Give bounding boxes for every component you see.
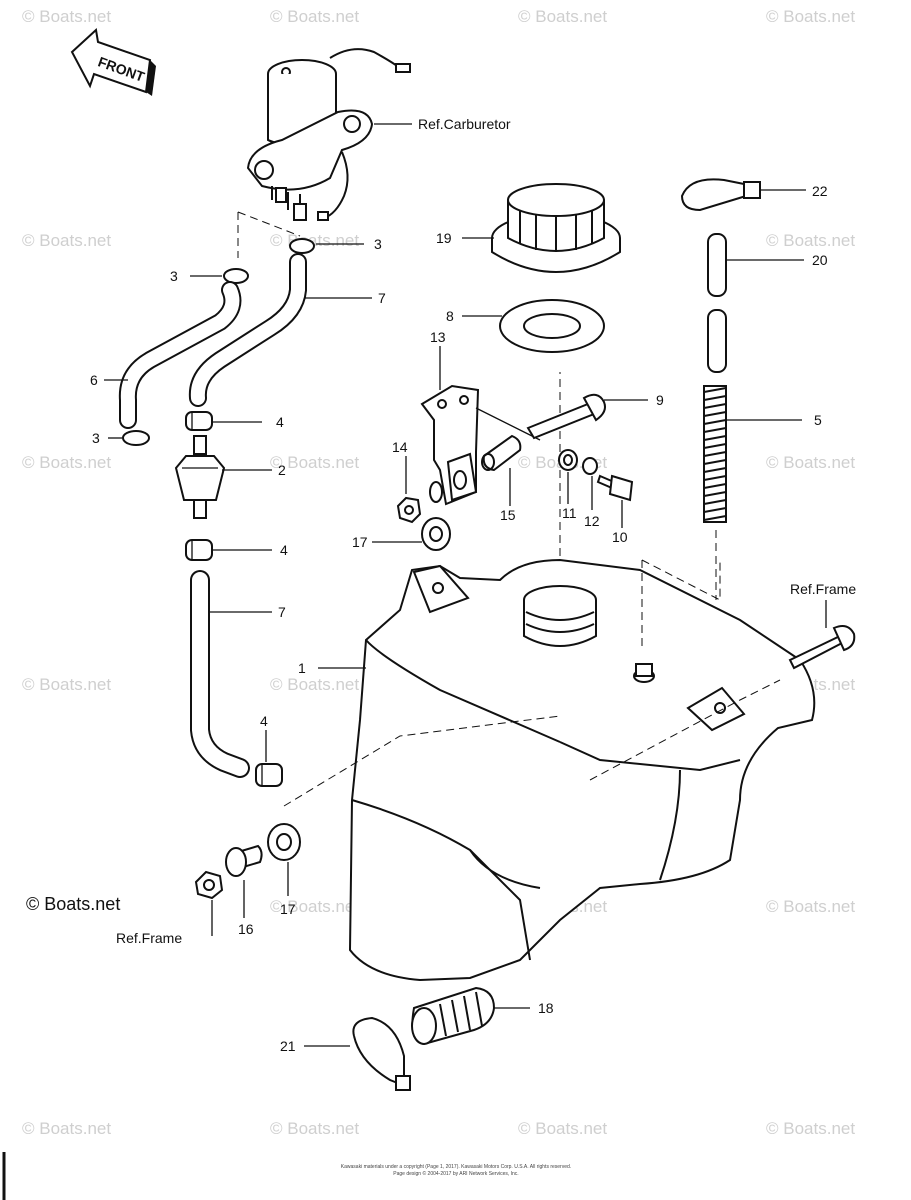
watermark: © Boats.net <box>766 453 855 472</box>
grommet <box>267 823 301 861</box>
nut <box>194 870 224 900</box>
fuel-pump <box>246 48 411 221</box>
band-clamp <box>352 1016 411 1091</box>
watermark: © Boats.net <box>270 7 359 26</box>
watermark: © Boats.net <box>270 1119 359 1138</box>
hose-protector-spring <box>703 385 727 523</box>
callout-4: 4 <box>260 713 268 729</box>
callout-3: 3 <box>374 236 382 252</box>
callout-2: 2 <box>278 462 286 478</box>
watermark: © Boats.net <box>766 1119 855 1138</box>
callout-7: 7 <box>278 604 286 620</box>
callout-1: 1 <box>298 660 306 676</box>
callout-17: 17 <box>352 534 368 550</box>
callout-19: 19 <box>436 230 452 246</box>
callout-16: 16 <box>238 921 254 937</box>
callout-6: 6 <box>90 372 98 388</box>
hose-clip <box>185 539 213 561</box>
collar <box>481 434 522 472</box>
callout-22: 22 <box>812 183 828 199</box>
callout-13: 13 <box>430 329 446 345</box>
callout-10: 10 <box>612 529 628 545</box>
callout-3: 3 <box>92 430 100 446</box>
callout-17: 17 <box>280 901 296 917</box>
bolt <box>526 393 606 440</box>
footer-line-1: Kawasaki materials under a copyright (Pa… <box>341 1164 571 1170</box>
grommet <box>421 517 451 551</box>
watermark: © Boats.net <box>22 231 111 250</box>
callout-18: 18 <box>538 1000 554 1016</box>
washer <box>558 449 578 471</box>
frame-bolt <box>788 625 856 670</box>
fuel-tank <box>348 558 816 982</box>
ref-frame-bottom: Ref.Frame <box>116 930 182 946</box>
callout-14: 14 <box>392 439 408 455</box>
watermark: © Boats.net <box>22 675 111 694</box>
callout-20: 20 <box>812 252 828 268</box>
vent-hose <box>707 233 727 373</box>
callout-15: 15 <box>500 507 516 523</box>
fuel-filter <box>174 435 226 519</box>
footer-line-2: Page design © 2004-2017 by ARI Network S… <box>393 1170 518 1177</box>
callout-11: 11 <box>562 505 577 521</box>
watermark: © Boats.net <box>766 7 855 26</box>
callout-4: 4 <box>280 542 288 558</box>
watermark: © Boats.net <box>22 7 111 26</box>
ref-carburetor: Ref.Carburetor <box>418 116 511 132</box>
hose-band <box>680 178 761 212</box>
watermark: © Boats.net <box>270 675 359 694</box>
callout-12: 12 <box>584 513 600 529</box>
callout-7: 7 <box>378 290 386 306</box>
watermark: © Boats.net <box>22 1119 111 1138</box>
callout-4: 4 <box>276 414 284 430</box>
watermark: © Boats.net <box>270 897 359 916</box>
fuel-cap <box>491 183 621 273</box>
ref-frame-bolt: Ref.Frame <box>790 581 856 597</box>
hose-clamp <box>289 238 315 254</box>
hose-clamp <box>122 430 150 446</box>
tank-bracket <box>420 384 480 506</box>
watermark: © Boats.net <box>766 897 855 916</box>
lock-washer <box>582 457 598 475</box>
nut <box>396 496 422 524</box>
callout-21: 21 <box>280 1038 296 1054</box>
fuel-strainer <box>411 986 496 1046</box>
front-direction-arrow-icon: FRONT <box>70 28 156 96</box>
copyright-mark: © Boats.net <box>26 894 120 914</box>
callout-9: 9 <box>656 392 664 408</box>
cap-gasket <box>499 299 605 353</box>
watermark: © Boats.net <box>766 231 855 250</box>
hose-clip <box>255 763 283 787</box>
hose-clamp <box>223 268 249 284</box>
callout-8: 8 <box>446 308 454 324</box>
watermark: © Boats.net <box>22 453 111 472</box>
watermark: © Boats.net <box>518 1119 607 1138</box>
watermark: © Boats.net <box>270 453 359 472</box>
callout-3: 3 <box>170 268 178 284</box>
bolt <box>596 474 634 502</box>
hose-clip <box>185 411 213 431</box>
flange-collar <box>225 844 263 877</box>
callout-5: 5 <box>814 412 822 428</box>
watermark: © Boats.net <box>518 7 607 26</box>
